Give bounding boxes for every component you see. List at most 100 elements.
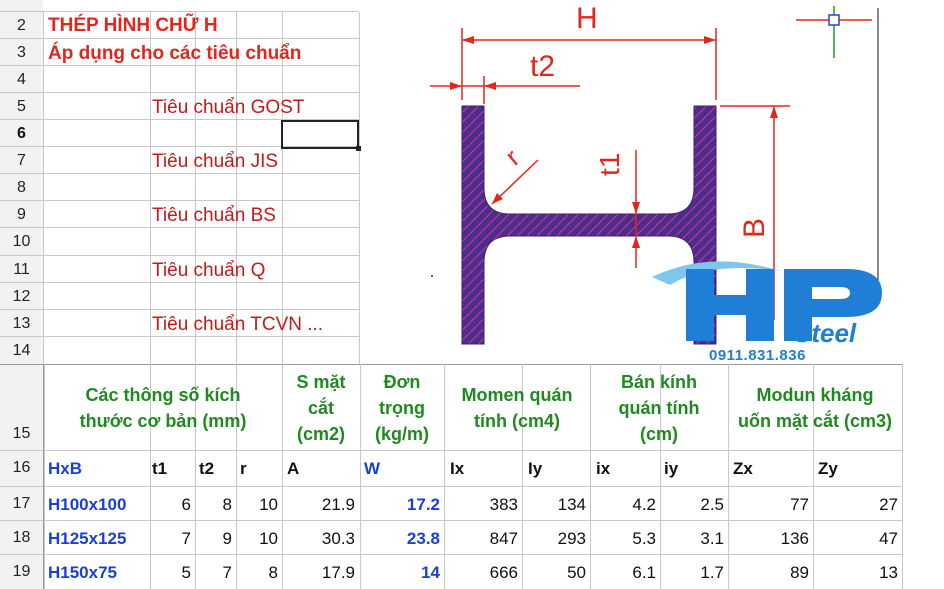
grid-vline — [195, 364, 196, 589]
cell-t2: 9 — [222, 529, 232, 548]
cell-t1: 7 — [181, 529, 191, 548]
row-number[interactable]: 6 — [17, 125, 26, 142]
grid-vline — [444, 364, 445, 589]
cell-iy: 2.5 — [700, 495, 724, 514]
colhead-iy-radius: iy — [664, 459, 679, 478]
grid-vline — [360, 364, 361, 589]
colhead-r: r — [240, 459, 247, 478]
grid-hline — [0, 450, 902, 451]
grid-vline — [590, 364, 591, 589]
row-number[interactable]: 13 — [12, 315, 31, 332]
grid-hline — [0, 336, 359, 337]
h-beam-section — [461, 105, 717, 345]
cell-w: 17.2 — [406, 495, 440, 514]
label-t2: t2 — [530, 50, 556, 83]
cell-zx: 89 — [790, 563, 809, 582]
row-number[interactable]: 11 — [13, 261, 30, 278]
row-number[interactable]: 8 — [17, 179, 26, 196]
grid-vline — [902, 364, 903, 589]
colhead-ix-radius: ix — [596, 459, 611, 478]
standard-tcvn: Tiêu chuẩn TCVN ... — [152, 314, 324, 335]
cell-ix: 383 — [489, 495, 518, 514]
label-t1: t1 — [594, 152, 625, 176]
sheet-subtitle: Áp dụng cho các tiêu chuẩn — [48, 43, 302, 64]
cell-ix: 666 — [489, 563, 518, 582]
colhead-ix-inertia: Ix — [450, 459, 465, 478]
cell-t1: 5 — [181, 563, 191, 582]
cell-t1: 6 — [181, 495, 191, 514]
h-beam-diagram — [430, 6, 879, 345]
header-dims: Các thông số kích thước cơ bản (mm) — [79, 384, 247, 431]
cell-r: 8 — [268, 563, 278, 582]
label-B: B — [738, 217, 771, 238]
section-name: H100x100 — [48, 495, 127, 514]
hp-steel-logo — [652, 261, 882, 341]
cell-a: 21.9 — [321, 495, 355, 514]
row-number[interactable]: 5 — [17, 98, 26, 115]
row-number[interactable]: 10 — [12, 233, 31, 250]
grid-hline — [0, 520, 902, 521]
row-header-column — [0, 0, 43, 589]
row-number[interactable]: 18 — [12, 529, 31, 546]
row-number[interactable]: 14 — [12, 342, 31, 359]
header-modulus: Modun kháng uốn mặt cắt (cm3) — [737, 384, 893, 431]
row-number[interactable]: 17 — [12, 495, 31, 512]
standard-q: Tiêu chuẩn Q — [152, 260, 266, 281]
grid-hline — [0, 200, 359, 201]
cell-r: 10 — [259, 495, 278, 514]
section-name: H150x75 — [48, 563, 118, 582]
header-weight: Đơn trọng (kg/m) — [375, 371, 429, 445]
grid-hline — [0, 554, 902, 555]
row-number[interactable]: 7 — [17, 152, 26, 169]
row-number[interactable]: 16 — [12, 459, 31, 476]
row-number[interactable]: 15 — [12, 425, 31, 442]
grid-vline — [522, 364, 523, 589]
grid-vline — [282, 364, 283, 589]
colhead-w: W — [364, 459, 381, 478]
cell-a: 17.9 — [321, 563, 355, 582]
cell-iy: 134 — [557, 495, 586, 514]
grid-hline — [0, 227, 359, 228]
cell-iy: 1.7 — [700, 563, 724, 582]
section-name: H125x125 — [48, 529, 127, 548]
grid-hline — [0, 11, 359, 12]
grid-hline — [0, 92, 359, 93]
grid-hline — [0, 173, 359, 174]
fill-handle[interactable] — [356, 146, 361, 151]
grid-vline — [43, 364, 44, 589]
cell-zy: 27 — [879, 495, 898, 514]
cell-r: 10 — [259, 529, 278, 548]
grid-hline — [0, 119, 359, 120]
grid-vline — [44, 364, 45, 589]
grid-vline — [282, 12, 283, 364]
grid-vline — [43, 12, 44, 364]
grid-vline — [150, 364, 151, 589]
sheet-title: THÉP HÌNH CHỮ H — [48, 15, 218, 36]
grid-hline — [0, 309, 359, 310]
standard-bs: Tiêu chuẩn BS — [152, 205, 276, 226]
cell-iy: 293 — [557, 529, 586, 548]
header-area: S mặt cắt (cm2) — [296, 371, 346, 445]
selected-cell[interactable] — [281, 120, 359, 149]
row-number[interactable]: 4 — [17, 71, 26, 88]
row-number[interactable]: 9 — [17, 206, 26, 223]
row-number[interactable]: 12 — [12, 288, 31, 305]
row-number[interactable]: 19 — [12, 563, 31, 580]
standard-jis: Tiêu chuẩn JIS — [152, 151, 279, 172]
row-number[interactable]: 3 — [17, 44, 26, 61]
cell-zx: 136 — [780, 529, 809, 548]
cell-w: 14 — [421, 563, 440, 582]
cell-t2: 7 — [222, 563, 232, 582]
colhead-a: A — [287, 459, 300, 478]
colhead-zx: Zx — [733, 459, 753, 478]
colhead-hxb: HxB — [48, 459, 83, 478]
row-number[interactable]: 2 — [17, 17, 26, 34]
label-H: H — [576, 2, 598, 35]
grid-hline — [0, 65, 359, 66]
logo-phone: 0911.831.836 — [709, 347, 806, 364]
cell-zx: 77 — [790, 495, 809, 514]
colhead-zy: Zy — [818, 459, 838, 478]
grid-vline — [813, 364, 814, 589]
cell-iy: 50 — [567, 563, 586, 582]
